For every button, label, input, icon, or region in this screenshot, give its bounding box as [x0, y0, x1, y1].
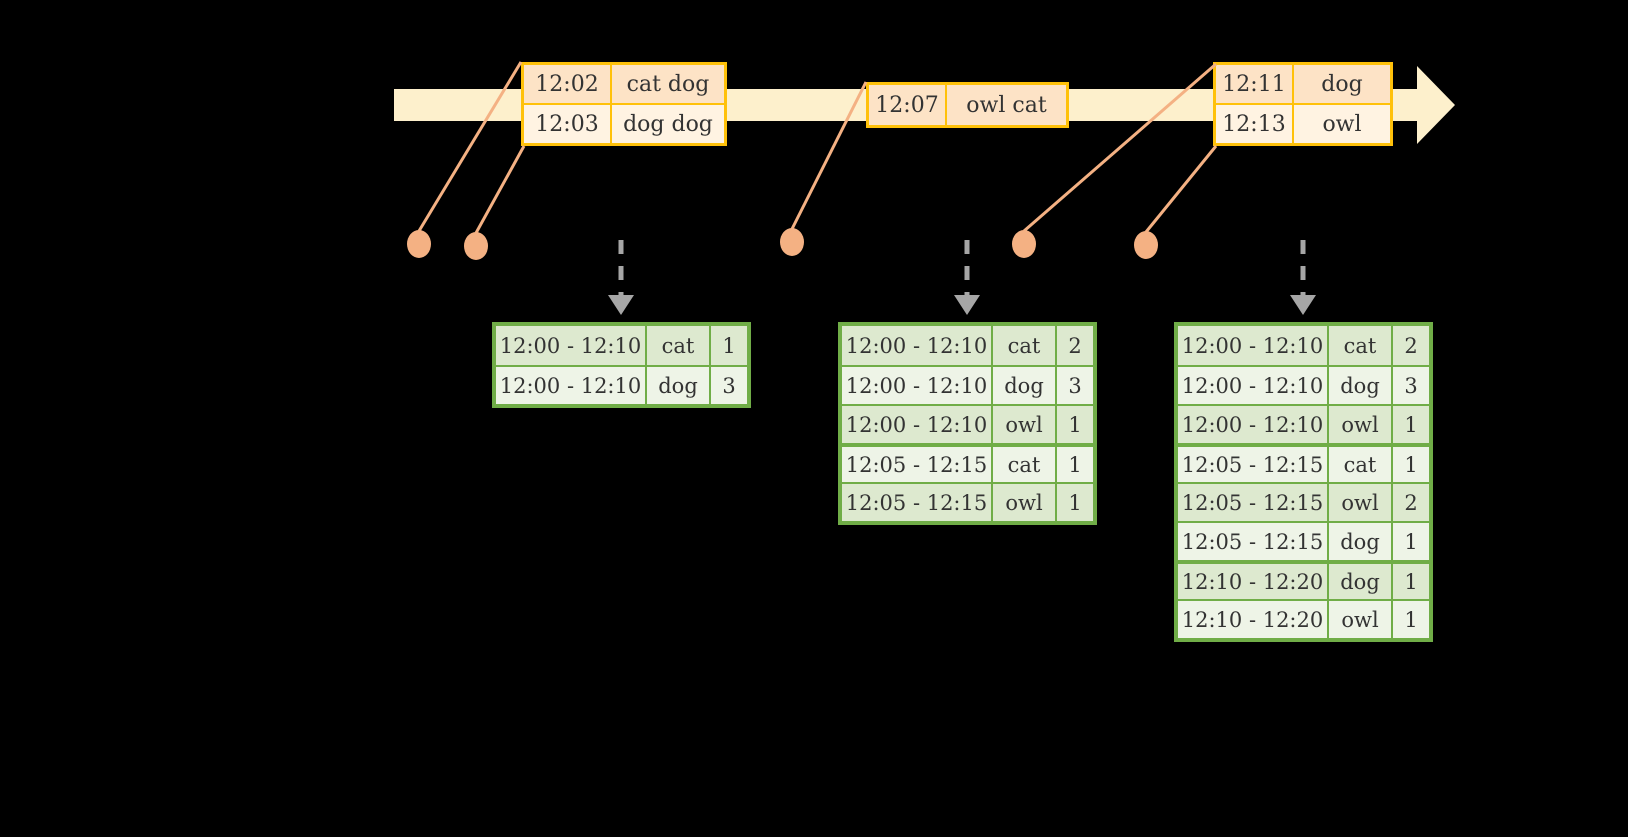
- count-cell: 1: [1404, 412, 1418, 437]
- count-cell: 1: [1404, 452, 1418, 477]
- event-row: 12:13 owl: [1216, 103, 1390, 143]
- emit-arrow-3-head-icon: [1290, 295, 1316, 315]
- window-cell: 12:00 - 12:10: [1178, 326, 1329, 365]
- count-cell: 2: [1404, 333, 1418, 358]
- connector-line-2: [474, 145, 526, 234]
- dot-4: [1012, 230, 1036, 258]
- event-row: 12:02 cat dog: [524, 65, 724, 103]
- key-cell: dog: [647, 367, 711, 404]
- key-cell: owl: [1329, 601, 1393, 638]
- window-cell: 12:05 - 12:15: [1178, 484, 1329, 521]
- count-cell: 2: [1068, 333, 1082, 358]
- window-cell: 12:00 - 12:10: [496, 367, 647, 404]
- key-cell: cat: [1329, 326, 1393, 365]
- key-cell: cat: [1329, 447, 1393, 482]
- key-cell: owl: [993, 484, 1057, 521]
- dot-3: [780, 228, 804, 256]
- window-cell: 12:00 - 12:10: [842, 367, 993, 404]
- event-time: 12:11: [1216, 65, 1294, 103]
- event-box-1[interactable]: 12:02 cat dog 12:03 dog dog: [521, 62, 727, 146]
- key-cell: owl: [1329, 406, 1393, 443]
- key-cell: owl: [1329, 484, 1393, 521]
- emit-arrow-2-head-icon: [954, 295, 980, 315]
- count-cell: 1: [1404, 529, 1418, 554]
- key-cell: dog: [1329, 367, 1393, 404]
- event-time: 12:02: [524, 65, 612, 103]
- count-cell: 1: [1404, 569, 1418, 594]
- emit-arrow-1-head-icon: [608, 295, 634, 315]
- event-payload: cat dog: [626, 71, 710, 97]
- dot-1: [407, 230, 431, 258]
- count-cell: 3: [1404, 373, 1418, 398]
- key-cell: dog: [1329, 523, 1393, 560]
- event-payload: dog: [1321, 71, 1363, 97]
- connector-line-1: [417, 61, 523, 232]
- timeline-arrow-head-icon: [1417, 66, 1455, 144]
- window-cell: 12:05 - 12:15: [1178, 523, 1329, 560]
- count-cell: 2: [1404, 490, 1418, 515]
- window-cell: 12:05 - 12:15: [842, 447, 993, 482]
- window-cell: 12:00 - 12:10: [496, 326, 647, 365]
- event-time: 12:13: [1216, 105, 1294, 143]
- key-cell: cat: [647, 326, 711, 365]
- key-cell: cat: [993, 326, 1057, 365]
- key-cell: dog: [1329, 564, 1393, 599]
- key-cell: owl: [993, 406, 1057, 443]
- count-cell: 1: [1068, 490, 1082, 515]
- event-row: 12:11 dog: [1216, 65, 1390, 103]
- dot-2: [464, 232, 488, 260]
- event-box-3[interactable]: 12:11 dog 12:13 owl: [1213, 62, 1393, 146]
- count-cell: 1: [1068, 412, 1082, 437]
- count-cell: 1: [1404, 607, 1418, 632]
- event-time: 12:03: [524, 105, 612, 143]
- window-cell: 12:00 - 12:10: [1178, 406, 1329, 443]
- key-cell: cat: [993, 447, 1057, 482]
- key-cell: dog: [993, 367, 1057, 404]
- count-cell: 3: [722, 373, 736, 398]
- window-cell: 12:10 - 12:20: [1178, 601, 1329, 638]
- emit-arrows: [608, 240, 1316, 315]
- count-cell: 1: [722, 333, 736, 358]
- count-cell: 1: [1068, 452, 1082, 477]
- event-time: 12:07: [869, 85, 947, 125]
- count-cell: 3: [1068, 373, 1082, 398]
- connector-line-5: [1144, 145, 1218, 233]
- dot-5: [1134, 231, 1158, 259]
- window-cell: 12:10 - 12:20: [1178, 564, 1329, 599]
- window-cell: 12:05 - 12:15: [1178, 447, 1329, 482]
- event-box-2[interactable]: 12:07 owl cat: [866, 82, 1069, 128]
- window-cell: 12:00 - 12:10: [1178, 367, 1329, 404]
- event-payload: owl cat: [966, 92, 1047, 118]
- window-cell: 12:00 - 12:10: [842, 406, 993, 443]
- event-row: 12:07 owl cat: [869, 85, 1066, 125]
- event-payload: dog dog: [623, 111, 713, 137]
- event-payload: owl: [1322, 111, 1362, 137]
- window-cell: 12:05 - 12:15: [842, 484, 993, 521]
- event-row: 12:03 dog dog: [524, 103, 724, 143]
- window-cell: 12:00 - 12:10: [842, 326, 993, 365]
